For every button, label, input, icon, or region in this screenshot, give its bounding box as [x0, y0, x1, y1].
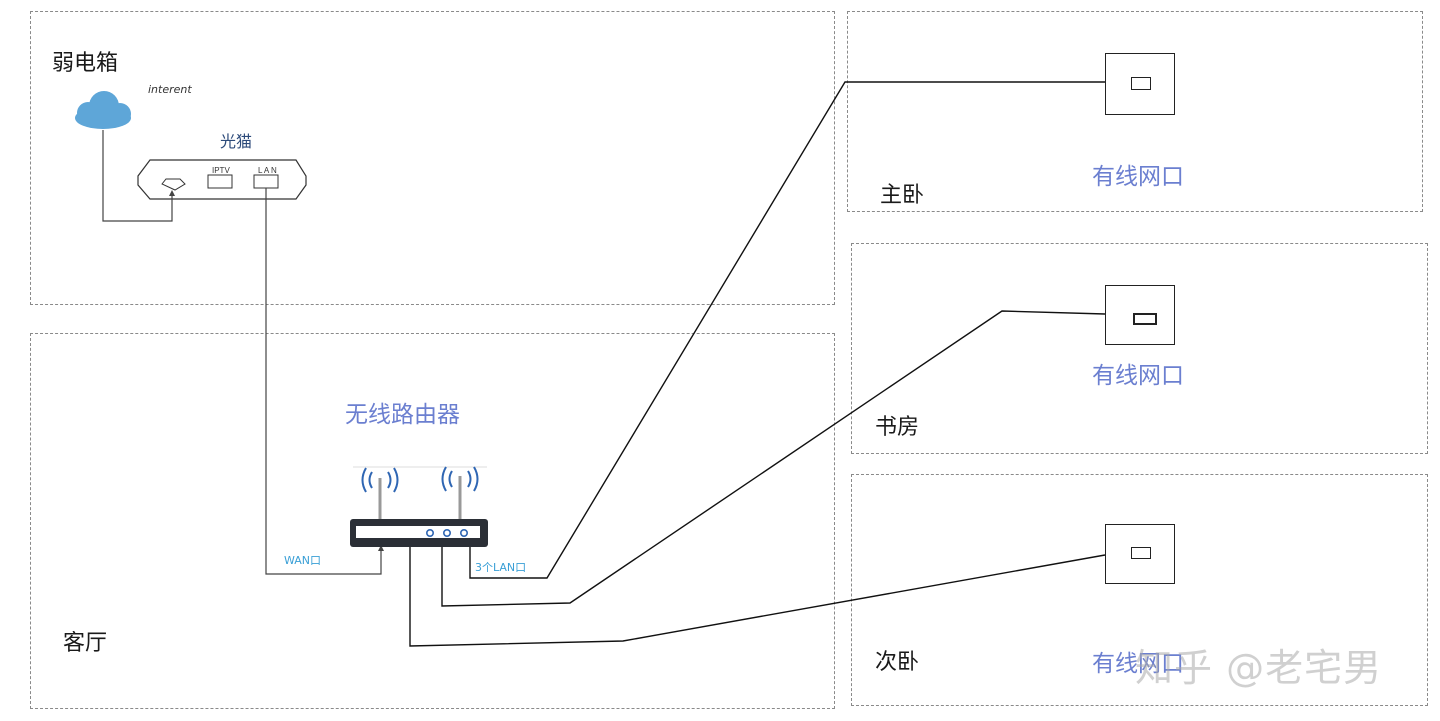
- master-wall-port-label: 有线网口: [1092, 164, 1184, 190]
- modem-port-lan: L A N: [258, 166, 277, 175]
- modem-port-iptv: IPTV: [212, 166, 230, 175]
- study-wall-port-icon: [1105, 285, 1175, 345]
- router-icon: [350, 466, 488, 547]
- lan-to-study-line: [441, 310, 1106, 607]
- study-wall-port-label: 有线网口: [1092, 363, 1184, 389]
- study-label: 书房: [875, 415, 920, 440]
- cloud-to-modem-line: [102, 130, 173, 222]
- wan-port-label: WAN口: [284, 554, 322, 567]
- weak-box-room: [30, 11, 835, 305]
- weak-box-label: 弱电箱: [52, 51, 119, 76]
- router-label: 无线路由器: [345, 402, 460, 428]
- lan-to-master-line: [469, 81, 1105, 579]
- second-wall-port-label: 有线网口: [1092, 651, 1184, 677]
- watermark: 知乎 @老宅男: [1135, 646, 1383, 690]
- second-bedroom-label: 次卧: [875, 650, 920, 675]
- study-room: [851, 243, 1428, 454]
- lan-ports-label: 3个LAN口: [475, 561, 527, 574]
- second-bedroom-room: [851, 474, 1428, 706]
- living-room-label: 客厅: [63, 631, 108, 656]
- second-wall-port-icon: [1105, 524, 1175, 584]
- modem-label: 光猫: [220, 132, 253, 151]
- modem-to-router-line: [265, 188, 382, 575]
- master-bedroom-label: 主卧: [880, 183, 925, 208]
- master-bedroom-room: [847, 11, 1423, 212]
- internet-label: interent: [148, 83, 192, 96]
- living-room: [30, 333, 835, 709]
- master-wall-port-icon: [1105, 53, 1175, 115]
- cloud-icon: [75, 91, 131, 129]
- lan-to-second-line: [409, 547, 1106, 647]
- modem-icon: [137, 159, 307, 200]
